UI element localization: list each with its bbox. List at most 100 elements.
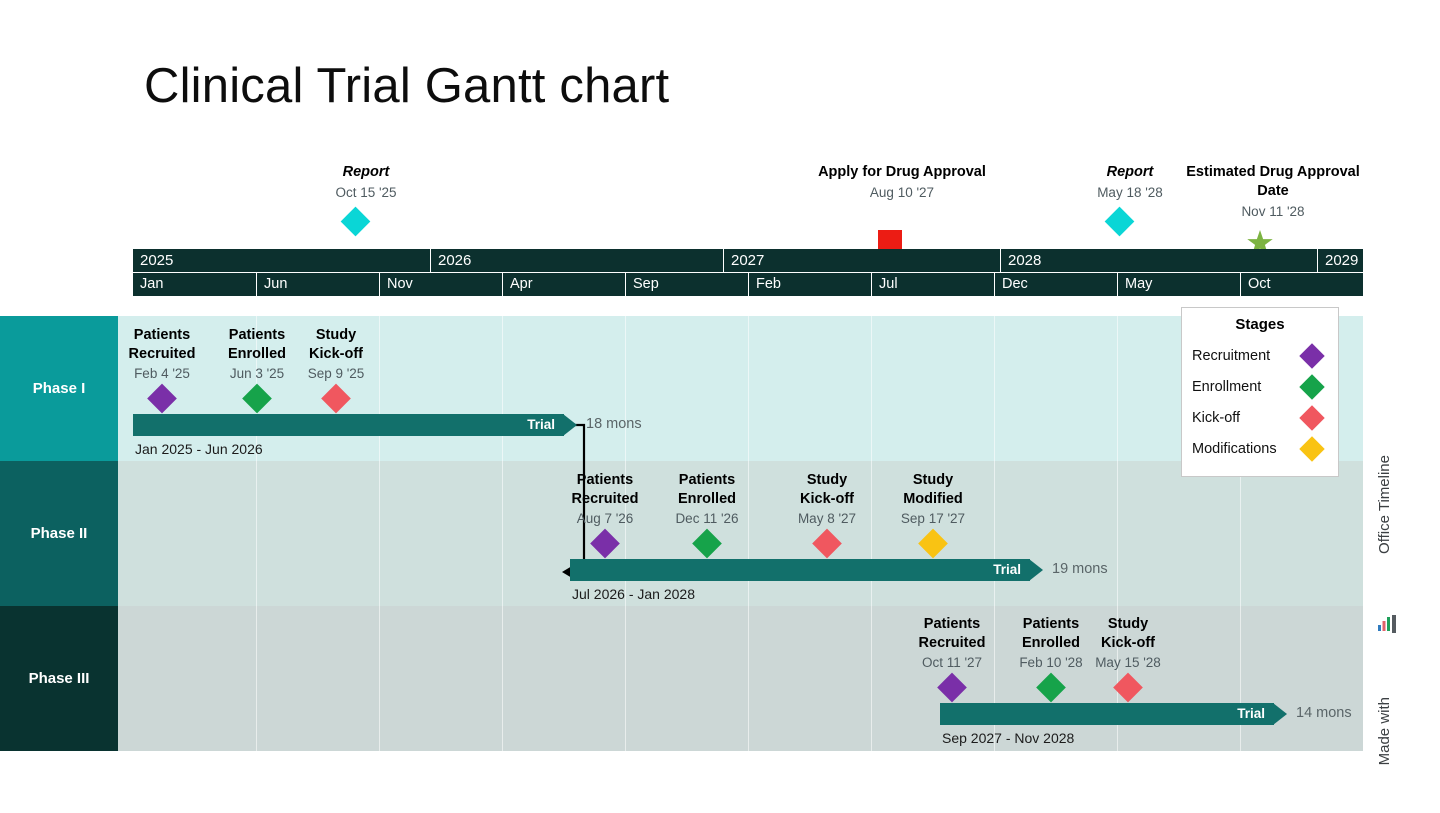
legend-item-recruitment: Recruitment	[1192, 340, 1328, 371]
swimlane-gridline	[502, 461, 503, 606]
phase-label-3: Phase III	[0, 606, 118, 751]
swimlane-gridline	[871, 316, 872, 461]
timescale-month-feb: Feb	[748, 273, 871, 296]
timescale-month-nov: Nov	[379, 273, 502, 296]
swimlane-gridline	[379, 606, 380, 751]
task-milestone-date: Sep 17 '27	[900, 511, 966, 526]
task-bar-1[interactable]: Trial	[133, 414, 577, 436]
task-milestone-date: Sep 9 '25	[307, 366, 365, 381]
swimlane-gridline	[994, 316, 995, 461]
legend-diamond-icon	[1299, 435, 1325, 462]
task-milestone-date: Feb 4 '25	[134, 366, 190, 381]
swimlane-gridline	[1117, 461, 1118, 606]
swimlane-gridline	[748, 606, 749, 751]
timescale-month-dec: Dec	[994, 273, 1117, 296]
task-milestone-date: Aug 7 '26	[576, 511, 634, 526]
task-bar-2[interactable]: Trial	[570, 559, 1043, 581]
phase-label-2: Phase II	[0, 461, 118, 606]
top-milestone-name: Estimated Drug Approval Date	[1186, 164, 1360, 199]
brand-made-with-label: Made with	[1376, 696, 1393, 765]
task-milestone-date: May 15 '28	[1095, 655, 1161, 670]
task-bar-arrow-icon	[1273, 703, 1287, 725]
legend-diamond-icon	[1299, 342, 1325, 369]
task-bar-daterange-2: Jul 2026 - Jan 2028	[572, 586, 695, 602]
legend-item-label: Recruitment	[1192, 347, 1271, 364]
office-timeline-branding: Office Timeline Made with	[1372, 455, 1400, 765]
top-milestone-name: Apply for Drug Approval	[818, 164, 986, 180]
swimlane-gridline	[748, 316, 749, 461]
task-milestone-date: Jun 3 '25	[229, 366, 285, 381]
swimlane-background	[118, 606, 1363, 751]
task-milestone-date: Dec 11 '26	[675, 511, 739, 526]
swimlane-gridline	[994, 606, 995, 751]
office-timeline-logo-icon	[1378, 615, 1396, 633]
task-bar-body	[133, 414, 564, 436]
brand-product-name: Office Timeline	[1376, 455, 1393, 554]
task-bar-duration-3: 14 mons	[1296, 705, 1352, 721]
legend-item-label: Kick-off	[1192, 409, 1241, 426]
swimlane-gridline	[871, 606, 872, 751]
swimlane-gridline	[502, 606, 503, 751]
timescale-year-2029: 2029	[1317, 249, 1363, 272]
swimlane-gridline	[379, 461, 380, 606]
task-bar-duration-2: 19 mons	[1052, 561, 1108, 577]
task-bar-3[interactable]: Trial	[940, 703, 1287, 725]
task-bar-label: Trial	[1237, 706, 1265, 721]
legend-diamond-icon	[1299, 404, 1325, 431]
page-title: Clinical Trial Gantt chart	[144, 59, 670, 113]
task-milestone-date: May 8 '27	[797, 511, 857, 526]
timescale-month-apr: Apr	[502, 273, 625, 296]
task-bar-arrow-icon	[563, 414, 577, 436]
swimlane-gridline	[625, 316, 626, 461]
timescale-month-may: May	[1117, 273, 1240, 296]
swimlane-gridline	[625, 606, 626, 751]
top-milestone-date: Oct 15 '25	[335, 185, 397, 200]
legend-item-label: Modifications	[1192, 440, 1277, 457]
timescale-year-2026: 2026	[430, 249, 723, 272]
top-milestone-date: May 18 '28	[1097, 185, 1163, 200]
timescale-month-oct: Oct	[1240, 273, 1363, 296]
swimlane-gridline	[256, 606, 257, 751]
legend-item-label: Enrollment	[1192, 378, 1262, 395]
legend-item-modifications: Modifications	[1192, 433, 1328, 464]
task-bar-arrow-icon	[1029, 559, 1043, 581]
legend-item-enrollment: Enrollment	[1192, 371, 1328, 402]
swimlane-gridline	[1240, 461, 1241, 606]
task-bar-body	[940, 703, 1274, 725]
top-milestone-marker-holder	[1104, 206, 1141, 237]
top-milestone-name: Report	[1106, 164, 1154, 180]
swimlane-gridline	[871, 461, 872, 606]
timescale-month-sep: Sep	[625, 273, 748, 296]
top-milestone-name: Report	[342, 164, 390, 180]
swimlane-phase-ii: Phase II	[0, 461, 1363, 606]
swimlane-gridline	[256, 461, 257, 606]
task-bar-label: Trial	[993, 562, 1021, 577]
swimlane-background	[118, 316, 1363, 461]
task-bar-body	[570, 559, 1030, 581]
swimlane-gridline	[1240, 606, 1241, 751]
task-bar-daterange-3: Sep 2027 - Nov 2028	[942, 730, 1075, 746]
swimlane-gridline	[625, 461, 626, 606]
